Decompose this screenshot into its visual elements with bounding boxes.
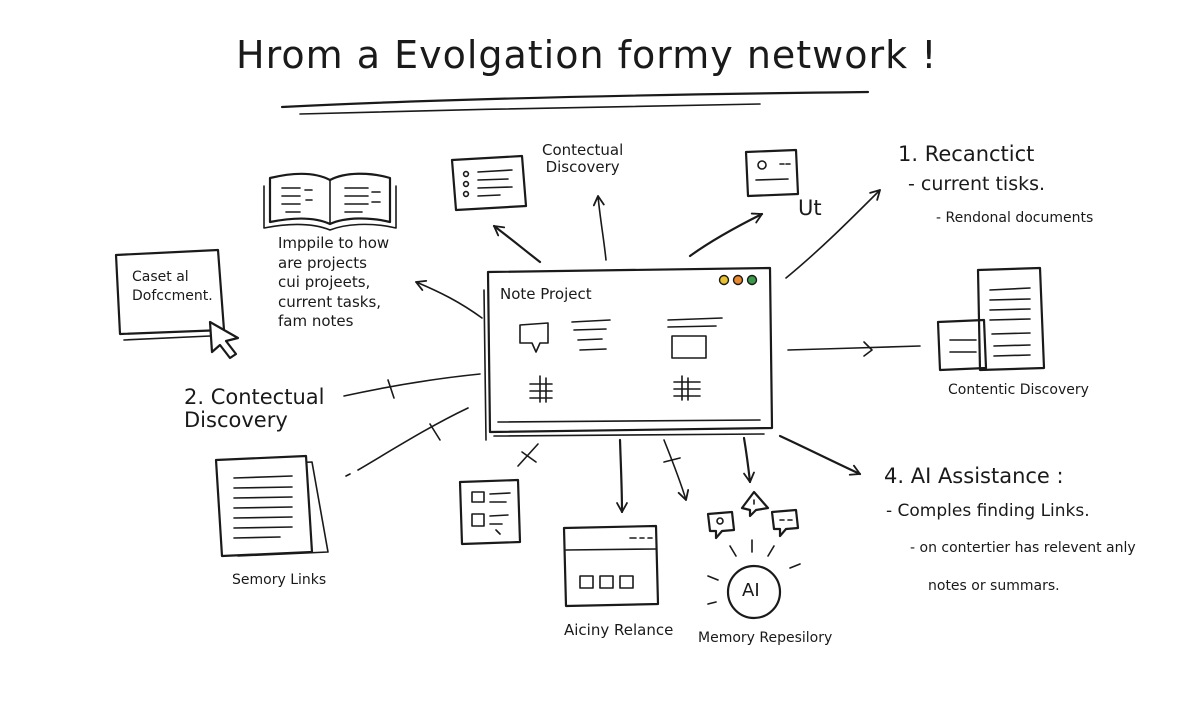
cursor-icon [208, 320, 240, 360]
contentic-discovery-label: Contentic Discovery [948, 382, 1089, 398]
connector-to-browser-window [616, 438, 628, 514]
connector-contentic-tick [863, 341, 873, 357]
chat-bubbles-icon [706, 490, 800, 540]
book-caption: Imppile to how are projects cui projeets… [278, 234, 390, 330]
list-card-icon [450, 154, 528, 212]
caset-document-label: Caset al Dofccment. [132, 269, 213, 304]
semory-links-label: Semory Links [232, 572, 327, 588]
diagram-title: Hrom a Evolgation formy network ! [236, 33, 938, 77]
ai-assistance-heading: 4. AI Assistance : [884, 464, 1064, 488]
connector-to-contentic [787, 345, 921, 351]
ai-assistance-item-2: - on contertier has relevent anly [910, 540, 1136, 556]
connector-paper-stack-dash [345, 423, 441, 477]
ai-badge-text: AI [742, 580, 760, 601]
document-stack-icon [936, 266, 1046, 372]
note-project-window [483, 266, 774, 441]
title-underline-stroke [299, 103, 761, 115]
memory-repository-label: Memory Repesilory [698, 630, 833, 646]
contectual-top-label: Contectual Discovery [542, 141, 624, 177]
window-dot-orange [732, 274, 744, 286]
ai-assistance-item-3: notes or summars. [928, 578, 1060, 594]
recanctict-item-2: - Rendonal documents [936, 210, 1094, 226]
connector-to-list-card [492, 224, 542, 264]
window-dot-yellow [718, 274, 730, 286]
connector-to-recanctict [785, 189, 881, 279]
recanctict-heading: 1. Recanctict [898, 142, 1035, 166]
recanctict-item-1: - current tisks. [908, 173, 1046, 195]
center-window-label: Note Project [500, 285, 592, 303]
connector-to-ai-assistance [778, 434, 862, 476]
open-book-icon [263, 172, 397, 231]
connector-to-chat-bubbles [742, 436, 755, 484]
connector-aiciny-tick [663, 457, 681, 463]
paper-stack-icon [214, 454, 329, 558]
connector-contectual-left-tick [387, 379, 395, 399]
window-dot-green [746, 274, 758, 286]
connector-to-contectual-top [592, 195, 607, 261]
title-underline [280, 90, 870, 109]
connector-to-list-panel [517, 443, 539, 467]
list-panel-icon [458, 478, 522, 546]
connector-to-paper-stack [357, 407, 469, 471]
connector-to-aiciny [663, 439, 690, 501]
browser-window-icon [562, 524, 660, 608]
aiciny-relance-label: Aiciny Relance [564, 621, 674, 639]
connector-to-face-card [688, 212, 764, 258]
connector-to-contectual-left [343, 373, 481, 397]
ut-label: Ut [798, 196, 822, 220]
ai-badge-icon [707, 539, 801, 620]
ai-assistance-item-1: - Comples finding Links. [886, 501, 1090, 521]
face-card-icon [744, 148, 800, 198]
contectual-left-label: 2. Contectual Discovery [184, 385, 325, 433]
connector-to-book-caption [415, 279, 483, 319]
